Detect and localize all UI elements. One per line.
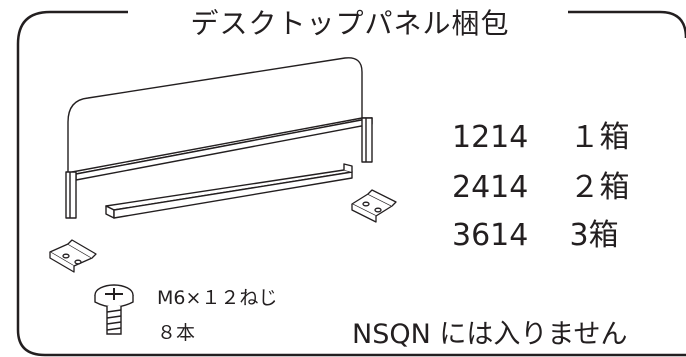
small-bracket-left [49, 239, 97, 273]
size-code: 1214 [452, 120, 529, 155]
screw-count: ８本 [157, 322, 196, 344]
box-count: ２箱 [569, 170, 630, 205]
quantity-row: 3614 3箱 [452, 210, 619, 254]
frame-border [16, 10, 686, 357]
quantity-row: 1214 １箱 [452, 112, 630, 156]
screw-icon [94, 284, 134, 335]
box-count: 3箱 [569, 218, 619, 253]
bracket-rail [105, 163, 353, 219]
small-bracket-right [351, 189, 397, 223]
quantity-row: 2414 ２箱 [452, 162, 630, 206]
desktop-panel [65, 57, 373, 219]
screw-spec: M6×１２ねじ [157, 287, 278, 309]
size-code: 3614 [452, 218, 529, 253]
box-count: １箱 [569, 120, 630, 155]
size-code: 2414 [452, 170, 529, 205]
frame-border-right [568, 10, 686, 39]
page-title: デスクトップパネル梱包 [190, 7, 510, 40]
exclusion-note: NSQN には入りません [352, 319, 628, 350]
